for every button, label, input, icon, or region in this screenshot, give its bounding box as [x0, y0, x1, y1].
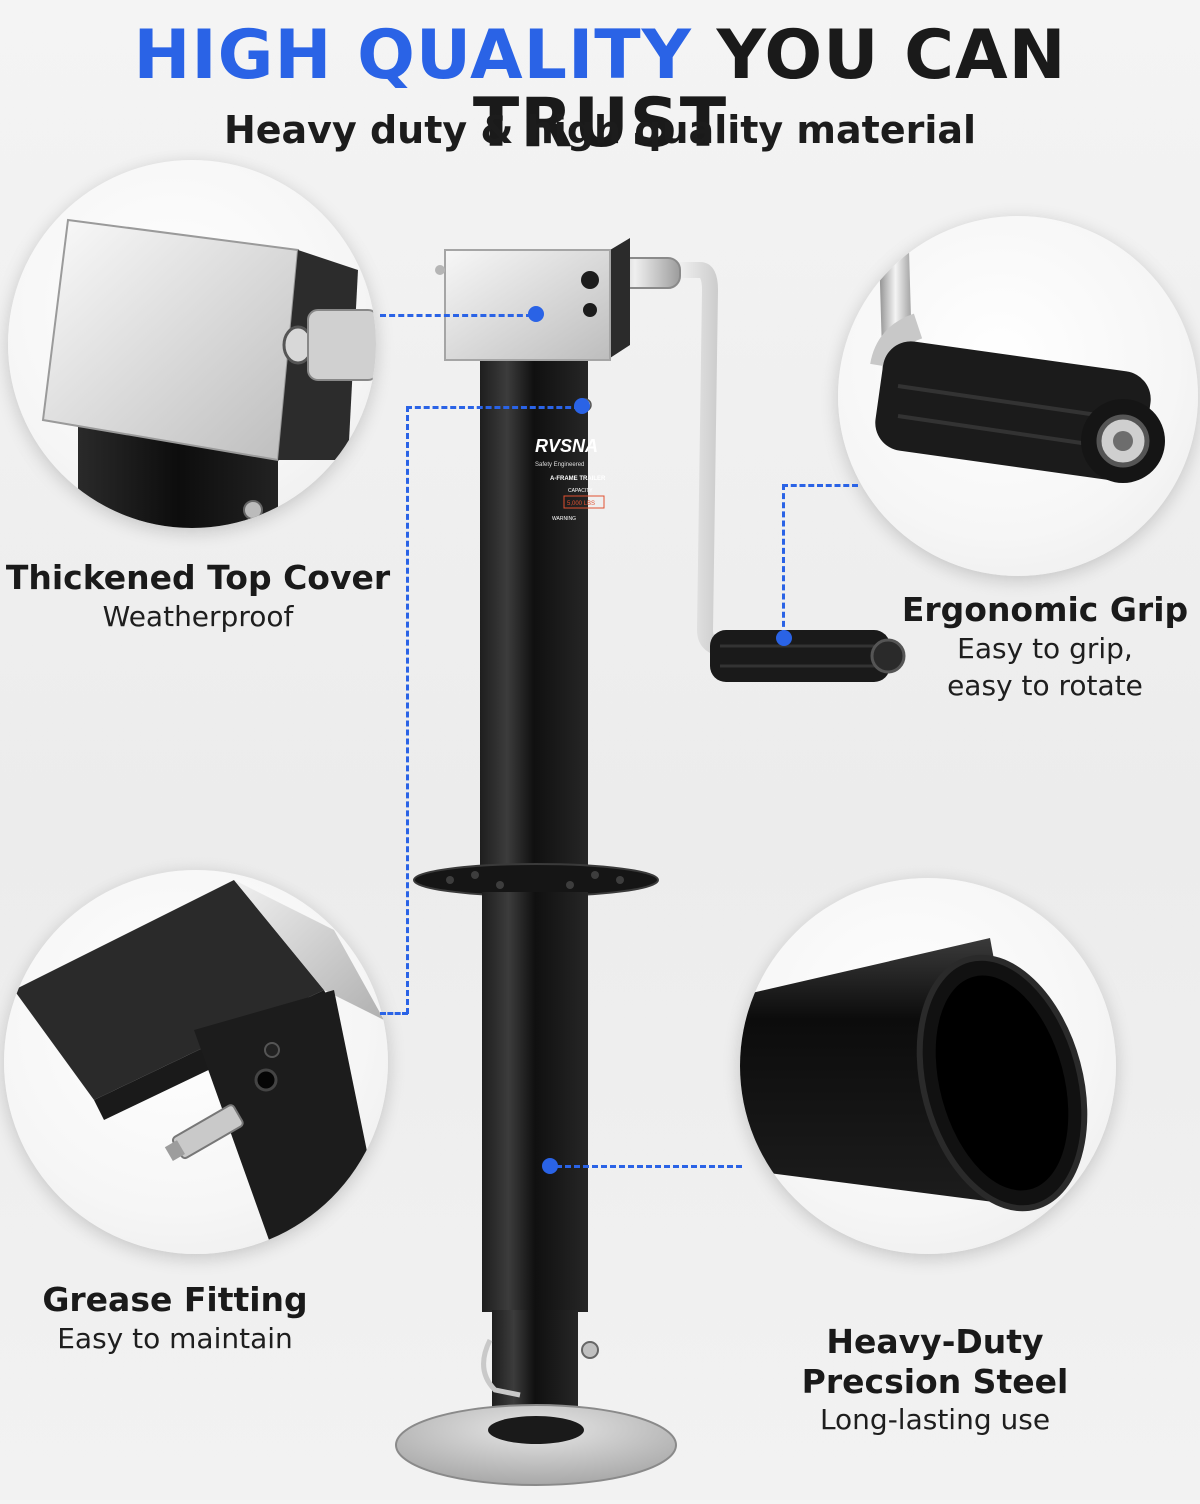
- feature-grease: Grease Fitting Easy to maintain: [20, 1280, 330, 1357]
- connector-grease-bottom: [380, 1012, 408, 1015]
- connector-grip-h: [782, 484, 858, 487]
- label-model-text: A-FRAME TRAILER: [550, 476, 606, 482]
- connector-grip-v: [782, 484, 785, 636]
- steel-tube-closeup-image: [740, 878, 1116, 1254]
- feature-grip-desc-1: Easy to grip,: [957, 631, 1133, 665]
- brand-logo-text: RVSNA: [535, 436, 598, 456]
- feature-grip: Ergonomic Grip Easy to grip, easy to rot…: [895, 590, 1195, 705]
- feature-top-cover: Thickened Top Cover Weatherproof: [0, 558, 396, 635]
- grease-fitting-closeup-image: [4, 870, 388, 1254]
- feature-steel: Heavy-Duty Precsion Steel Long-lasting u…: [790, 1322, 1080, 1439]
- grip-closeup-image: [838, 216, 1198, 576]
- marker-dot-steel: [542, 1158, 558, 1174]
- page-subtitle: Heavy duty & high quality material: [223, 108, 977, 152]
- marker-dot-grip: [776, 630, 792, 646]
- connector-top-cover: [380, 314, 532, 317]
- label-capacity-text: CAPACITY: [568, 488, 593, 494]
- trailer-jack-image: RVSNA Safety Engineered A-FRAME TRAILER …: [380, 230, 940, 1500]
- feature-steel-heading-1: Heavy-Duty: [826, 1322, 1044, 1361]
- feature-grip-heading: Ergonomic Grip: [901, 590, 1189, 629]
- label-tagline-text: Safety Engineered: [535, 462, 584, 468]
- page-title: HIGH QUALITY YOU CAN TRUST: [0, 22, 1200, 158]
- title-highlight: HIGH QUALITY: [133, 16, 692, 95]
- label-capacity-value-text: 5,000 LBS: [567, 501, 595, 507]
- title-rest: YOU CAN TRUST: [472, 16, 1067, 163]
- top-cover-closeup-image: [8, 160, 376, 528]
- label-warning-text: WARNING: [552, 516, 576, 522]
- feature-grease-heading: Grease Fitting: [42, 1280, 308, 1319]
- connector-grease-top: [406, 406, 580, 409]
- feature-grease-desc: Easy to maintain: [57, 1321, 293, 1355]
- feature-steel-heading-2: Precsion Steel: [801, 1361, 1069, 1401]
- feature-top-cover-desc: Weatherproof: [102, 599, 294, 633]
- marker-dot-top-cover: [528, 306, 544, 322]
- connector-grease-v: [406, 406, 409, 1014]
- feature-steel-desc: Long-lasting use: [819, 1403, 1051, 1437]
- marker-dot-grease: [574, 398, 590, 414]
- connector-steel: [556, 1165, 742, 1168]
- feature-grip-desc-2: easy to rotate: [947, 669, 1143, 703]
- feature-top-cover-heading: Thickened Top Cover: [5, 558, 391, 597]
